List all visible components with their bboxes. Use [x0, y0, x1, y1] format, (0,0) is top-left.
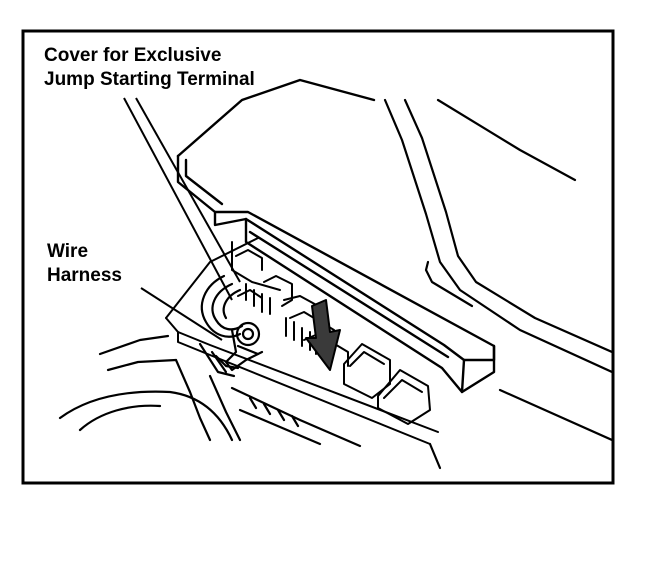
- terminal-clip: [214, 321, 264, 372]
- wire-callout-line2: Harness: [47, 265, 122, 286]
- wire-leader-line: [140, 287, 223, 341]
- body-panel: [383, 98, 612, 442]
- down-arrow-icon: [305, 299, 341, 371]
- cover-callout-line1: Cover for Exclusive: [44, 45, 222, 66]
- wire-harness: [198, 274, 244, 378]
- cover-leader-line-2: [135, 97, 241, 283]
- figure-frame: [21, 29, 615, 485]
- lower-housing: [58, 334, 442, 470]
- wire-callout-line1: Wire: [47, 241, 89, 262]
- wire-harness-callout: Wire Harness: [47, 240, 122, 288]
- cover-callout-line2: Jump Starting Terminal: [44, 69, 255, 90]
- cover-callout: Cover for Exclusive Jump Starting Termin…: [44, 44, 255, 92]
- jump-terminal-cover: [176, 78, 496, 394]
- cover-leader-line: [123, 97, 233, 301]
